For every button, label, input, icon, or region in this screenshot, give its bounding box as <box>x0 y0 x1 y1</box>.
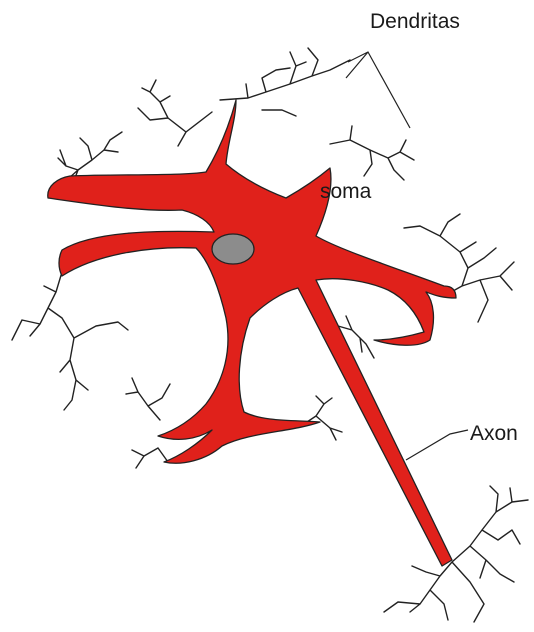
dendrite-tree-right-top <box>330 126 414 180</box>
dendrite-tree-bottom-left <box>126 378 170 468</box>
dendrite-tree-lower-middle <box>304 396 342 440</box>
nucleus <box>212 234 254 264</box>
dendrites-leader <box>346 52 410 128</box>
dendrites-label: Dendritas <box>370 10 460 33</box>
axon-terminal-branches <box>384 486 528 622</box>
dendrite-tree-upper-left <box>138 80 212 146</box>
axon-label: Axon <box>470 422 518 445</box>
soma-label: soma <box>320 180 372 203</box>
dendrite-branches <box>12 48 528 622</box>
dendrite-tree-lower-left <box>12 272 128 410</box>
axon-leader <box>406 430 468 460</box>
dendrite-tree-top <box>220 48 350 116</box>
